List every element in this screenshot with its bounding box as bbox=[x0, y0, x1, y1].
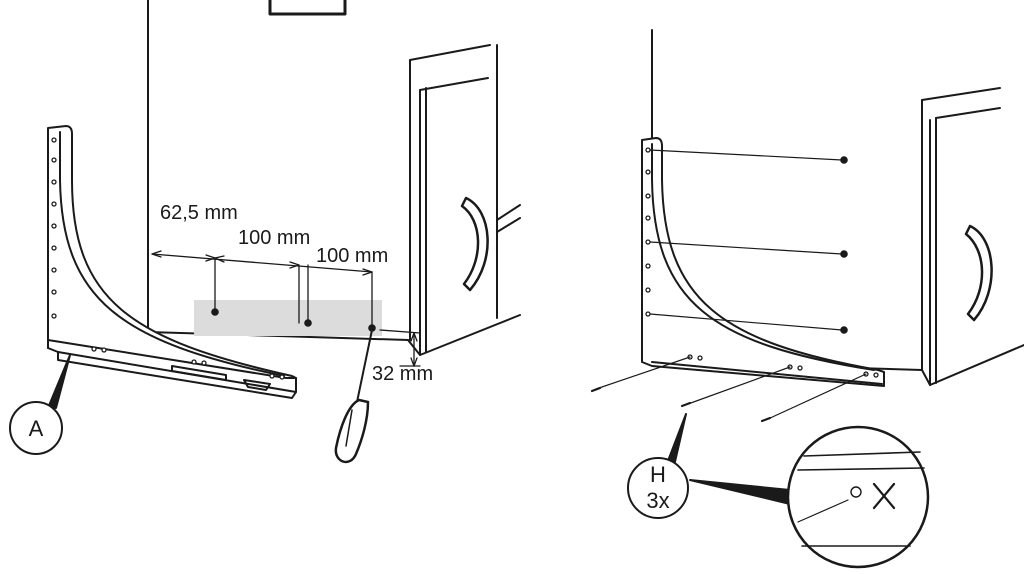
bracket-mounted bbox=[641, 137, 885, 387]
callout-h-label: H bbox=[650, 462, 666, 487]
screw-side-2 bbox=[840, 250, 848, 258]
cross-mark-icon bbox=[872, 482, 896, 510]
floor-screws bbox=[590, 386, 772, 423]
right-panel bbox=[590, 29, 1024, 569]
dim-spacing-1: 100 mm bbox=[238, 227, 310, 249]
appliance-body-left bbox=[147, 0, 521, 356]
screw-side-1 bbox=[840, 156, 848, 164]
screwdriver-left bbox=[334, 329, 373, 464]
bracket-a-holes bbox=[51, 137, 285, 380]
dim-height: 32 mm bbox=[372, 363, 433, 385]
screw-guides-side bbox=[649, 149, 843, 331]
screw-guides-floor bbox=[595, 356, 867, 420]
drilling-template bbox=[194, 300, 382, 336]
top-arrow-box bbox=[268, 0, 347, 16]
callout-a-circle bbox=[9, 401, 63, 455]
callout-h-circle bbox=[627, 457, 689, 519]
callout-h-leader bbox=[665, 413, 687, 467]
magnified-hole bbox=[850, 486, 862, 498]
bracket-a bbox=[47, 125, 297, 399]
callout-a-leader bbox=[47, 354, 71, 409]
screw-side-3 bbox=[840, 326, 848, 334]
door-handle-left bbox=[460, 196, 489, 292]
dim-edge-offset: 62,5 mm bbox=[160, 202, 238, 224]
door-handle-right bbox=[964, 224, 993, 322]
dimension-lines bbox=[151, 250, 421, 367]
magnifier-leader bbox=[689, 479, 791, 505]
callout-h-qty: 3x bbox=[646, 488, 669, 513]
magnified-detail bbox=[786, 425, 930, 569]
dim-spacing-2: 100 mm bbox=[316, 245, 388, 267]
left-panel bbox=[9, 0, 521, 464]
callout-a-label: A bbox=[29, 416, 44, 441]
